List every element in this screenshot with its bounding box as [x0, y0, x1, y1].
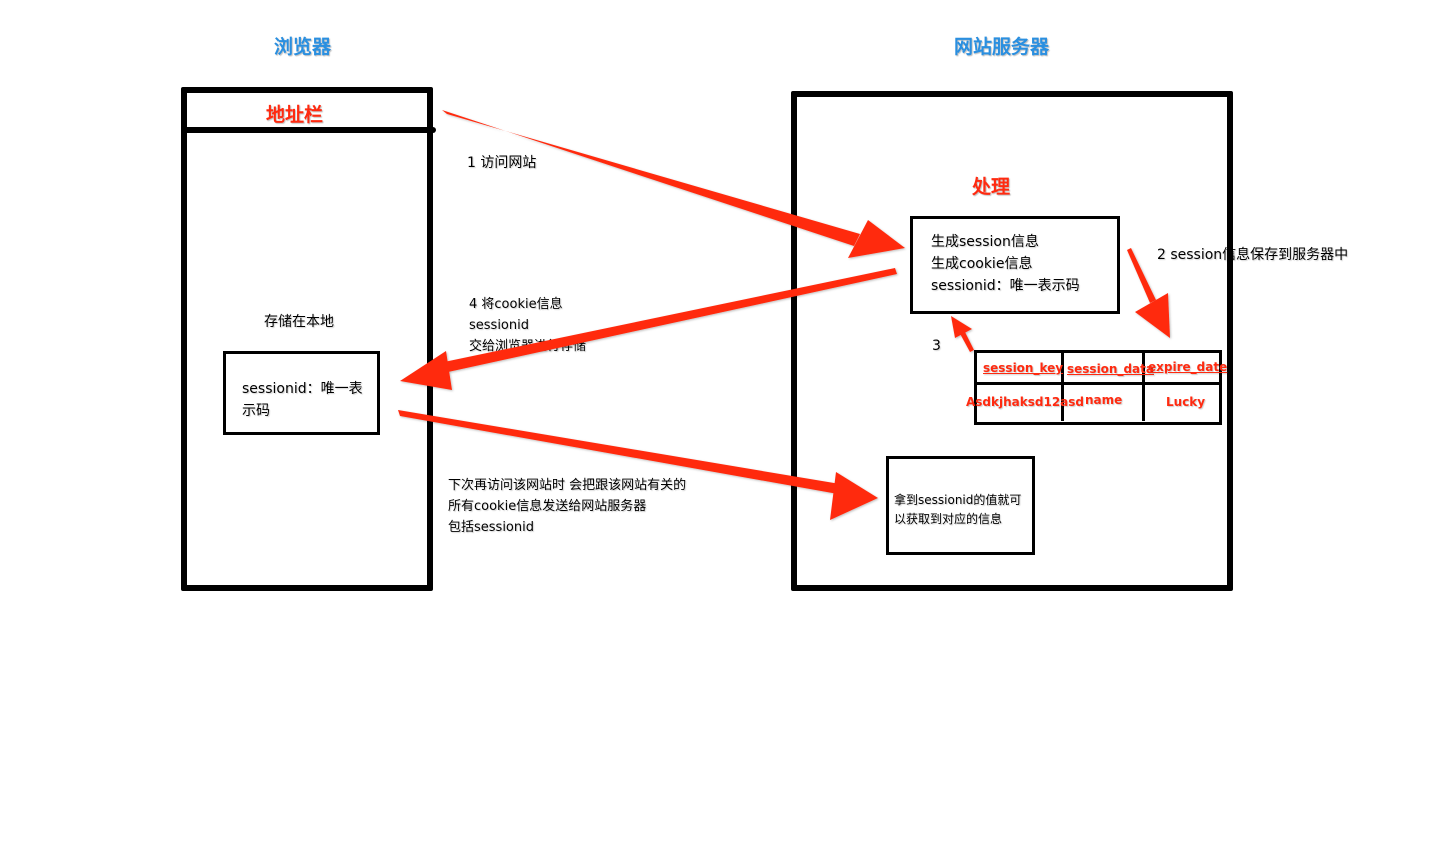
- address-bar-label: 地址栏: [266, 104, 324, 126]
- address-bar-divider: [184, 127, 436, 133]
- storage-label: 存储在本地: [264, 314, 334, 330]
- process-title: 处理: [972, 176, 1011, 198]
- process-line-1: 生成session信息: [931, 234, 1039, 250]
- step1-label: 1 访问网站: [467, 155, 537, 171]
- process-line-2: 生成cookie信息: [931, 256, 1033, 272]
- arrow-visit-site: [442, 110, 905, 258]
- lookup-box: [886, 456, 1035, 555]
- arrow-next-visit: [398, 410, 878, 520]
- table-cell-session-key: Asdkjhaksd12asd: [966, 395, 1084, 409]
- browser-window: [181, 87, 433, 591]
- cookie-storage-box: [223, 351, 380, 435]
- arrow-save-session: [1127, 248, 1170, 338]
- table-header-divider: [977, 382, 1219, 385]
- server-title: 网站服务器: [954, 36, 1050, 58]
- table-header-session-data: session_data: [1067, 362, 1154, 376]
- arrow-step3: [951, 316, 974, 352]
- next-visit-line-1: 下次再访问该网站时 会把跟该网站有关的: [448, 478, 687, 493]
- table-cell-session-data: name: [1085, 393, 1123, 407]
- lookup-line-1: 拿到sessionid的值就可: [894, 493, 1022, 507]
- server-window: [791, 91, 1233, 591]
- process-box: [910, 216, 1120, 314]
- table-col-divider-2: [1142, 353, 1145, 421]
- table-cell-expire-date: Lucky: [1166, 395, 1206, 409]
- table-header-expire-date: expire_date: [1148, 360, 1228, 374]
- session-table: [974, 350, 1222, 425]
- step4-line-1: 4 将cookie信息: [469, 297, 563, 312]
- cookie-box-line-1: sessionid：唯一表: [242, 381, 363, 397]
- cookie-box-line-2: 示码: [242, 403, 270, 419]
- step3-label: 3: [932, 338, 941, 354]
- process-line-3: sessionid：唯一表示码: [931, 278, 1080, 294]
- arrow-return-cookie: [400, 268, 897, 390]
- table-col-divider-1: [1061, 353, 1064, 421]
- browser-title: 浏览器: [274, 36, 332, 58]
- next-visit-line-3: 包括sessionid: [448, 520, 534, 535]
- table-header-session-key: session_key: [983, 361, 1064, 375]
- step4-line-2: sessionid: [469, 318, 529, 333]
- step2-label: 2 session信息保存到服务器中: [1157, 247, 1349, 263]
- lookup-line-2: 以获取到对应的信息: [894, 512, 1003, 526]
- next-visit-line-2: 所有cookie信息发送给网站服务器: [448, 499, 647, 514]
